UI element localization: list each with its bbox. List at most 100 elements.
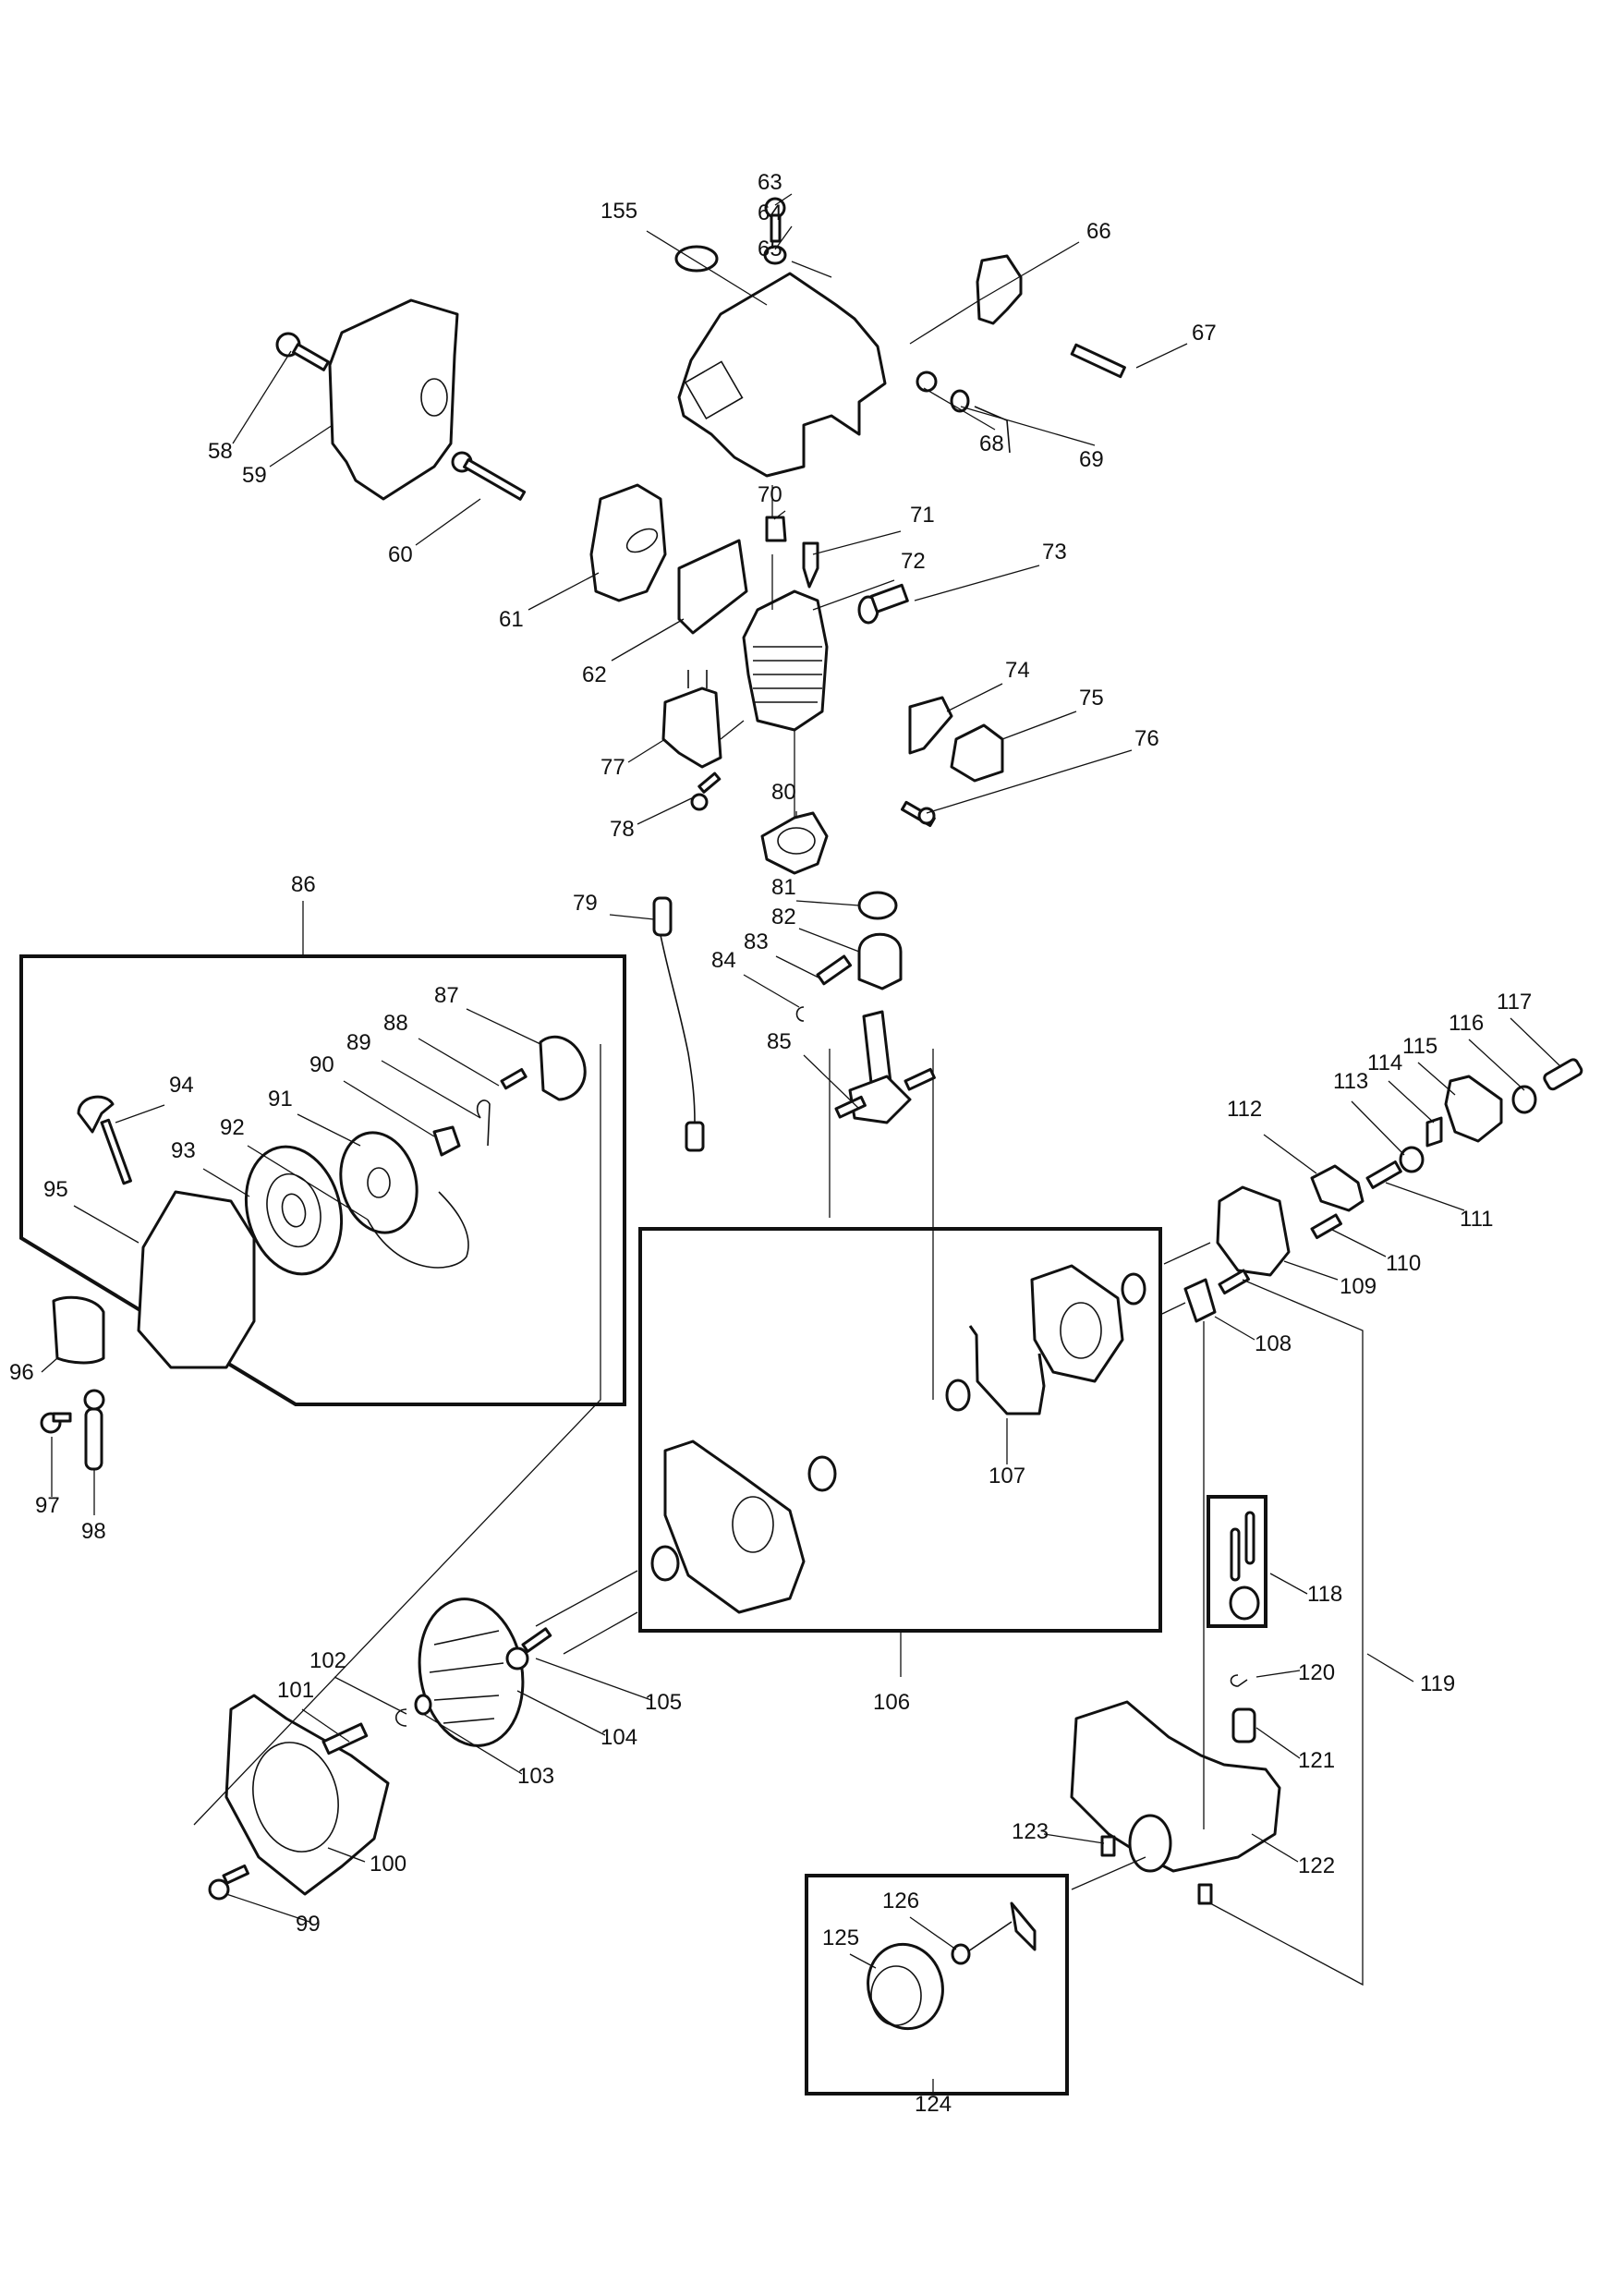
callout-label-113: 113 (1333, 1069, 1368, 1094)
callout-leader-line (774, 193, 793, 206)
callout-label-120: 120 (1298, 1660, 1335, 1685)
callout-label-122: 122 (1298, 1853, 1335, 1878)
callout-label-88: 88 (383, 1011, 408, 1036)
leader-lines (41, 193, 1562, 2094)
starter-screw-part (40, 1412, 72, 1434)
coil-screw-part (690, 771, 722, 811)
callout-leader-line (1468, 1039, 1525, 1091)
callout-label-155: 155 (600, 199, 637, 224)
fuel-cap-group-box (805, 1874, 1069, 2096)
callout-leader-line (812, 579, 895, 611)
callout-label-81: 81 (771, 875, 796, 900)
callout-label-95: 95 (43, 1177, 68, 1202)
clutch-shoe-part (1444, 1075, 1503, 1143)
spring-part (1070, 343, 1126, 379)
washer-part (763, 245, 787, 265)
crankcase-right-part (1030, 1264, 1124, 1383)
stud-bolt-part (1218, 1269, 1250, 1295)
spark-plug-cap-part (976, 254, 1023, 325)
callout-label-90: 90 (309, 1052, 334, 1077)
callout-leader-line (381, 1060, 481, 1119)
callout-leader-line (1385, 1182, 1465, 1211)
callout-label-69: 69 (1079, 447, 1104, 472)
name-plate-part (52, 1295, 105, 1365)
callout-label-109: 109 (1340, 1274, 1377, 1299)
insulator-gasket-part (908, 696, 953, 755)
spring-clip-part (476, 1099, 491, 1147)
fuel-cap-part (867, 1942, 944, 2031)
callout-label-62: 62 (582, 662, 607, 687)
callout-leader-line (627, 738, 666, 763)
callout-leader-line (115, 1104, 165, 1124)
callout-label-100: 100 (370, 1852, 406, 1877)
clutch-bolt-long-part (1310, 1213, 1342, 1240)
fuel-pipe-part (1230, 1527, 1241, 1582)
callout-leader-line (646, 230, 768, 306)
recoil-spring-part (244, 1145, 344, 1276)
callout-leader-line (73, 1205, 139, 1244)
callout-label-116: 116 (1449, 1011, 1484, 1036)
assembly-connector-line (1161, 1302, 1186, 1315)
callout-leader-line (909, 241, 1080, 345)
callout-leader-line (1255, 1727, 1301, 1759)
fuel-line-part (652, 896, 705, 1152)
piston-pin-part (816, 954, 853, 986)
assembly-connector-line (1163, 1242, 1211, 1265)
tank-bolt-part-2 (1197, 1883, 1213, 1905)
callout-leader-line (225, 1893, 310, 1923)
clutch-housing-part (1216, 1185, 1291, 1277)
pawl-plate-part (539, 1035, 587, 1101)
callout-label-93: 93 (171, 1138, 196, 1163)
callout-leader-line (334, 1676, 407, 1715)
callout-leader-line (812, 530, 902, 555)
callout-label-64: 64 (758, 200, 782, 225)
callout-label-110: 110 (1386, 1251, 1421, 1276)
callout-label-84: 84 (711, 948, 736, 973)
starter-rope-part (367, 1191, 469, 1269)
callout-label-117: 117 (1497, 990, 1532, 1014)
callout-label-61: 61 (499, 607, 524, 632)
callout-leader-line (914, 565, 1040, 601)
bearing-part (650, 1545, 680, 1582)
callout-label-66: 66 (1086, 219, 1111, 244)
callout-label-103: 103 (517, 1764, 554, 1789)
callout-label-58: 58 (208, 439, 233, 464)
callout-label-97: 97 (35, 1493, 60, 1518)
callout-leader-line (743, 974, 800, 1008)
callout-leader-line (327, 1847, 366, 1863)
callout-label-80: 80 (771, 780, 796, 805)
piston-ring-part (857, 891, 898, 920)
flywheel-part (418, 1597, 525, 1747)
ignition-coil-part (661, 686, 722, 769)
callout-leader-line (1510, 1017, 1562, 1068)
housing-screw-part (208, 1864, 249, 1901)
screw-part (275, 332, 330, 371)
callout-label-121: 121 (1298, 1748, 1335, 1773)
callout-leader-line (773, 510, 786, 520)
callout-leader-line (798, 928, 860, 953)
callout-leader-line (1283, 1260, 1339, 1281)
callout-label-73: 73 (1042, 540, 1067, 565)
callout-leader-line (418, 1038, 500, 1087)
callout-leader-line (637, 794, 700, 825)
callout-leader-line (1043, 1833, 1105, 1844)
callout-leader-line (803, 1054, 860, 1110)
fuel-tank-neck (1128, 1814, 1172, 1873)
o-ring-part (674, 245, 719, 273)
grommet-plug-part (1229, 1585, 1260, 1621)
callout-label-124: 124 (915, 2092, 952, 2117)
callout-leader-line (232, 350, 292, 444)
muffler-cover-part (328, 298, 459, 501)
ratchet-part (432, 1125, 461, 1157)
cap-gasket-part (951, 1901, 1037, 1965)
callout-leader-line (1269, 1573, 1308, 1595)
grommet-part (916, 371, 938, 393)
callout-leader-line (301, 1708, 350, 1743)
callout-label-72: 72 (901, 549, 926, 574)
callout-leader-line (1417, 1062, 1456, 1096)
clutch-spring-part (1425, 1116, 1443, 1148)
callout-leader-line (528, 572, 600, 611)
callout-label-114: 114 (1367, 1051, 1402, 1075)
clutch-plate-part (1310, 1164, 1364, 1212)
